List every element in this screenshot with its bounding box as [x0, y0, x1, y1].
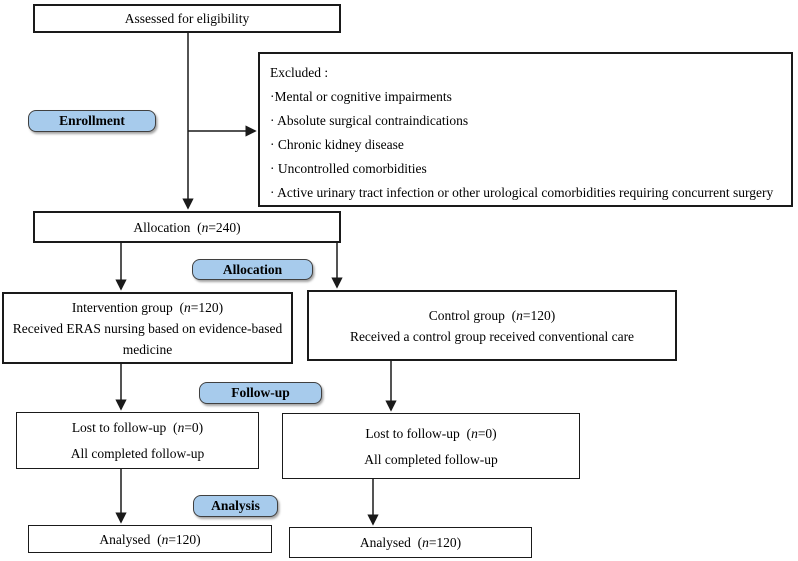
analysed-right-box: Analysed (n=120) [289, 527, 532, 558]
followup-right-box: Lost to follow-up (n=0) All completed fo… [282, 413, 580, 479]
analysed-left-label: Analysed (n=120) [99, 531, 201, 547]
control-group-box: Control group (n=120) Received a control… [307, 290, 677, 361]
control-group-desc: Received a control group received conven… [349, 328, 635, 344]
followup-left-completed: All completed follow-up [70, 446, 205, 461]
analysis-stage-badge: Analysis [193, 495, 278, 517]
followup-left-lost: Lost to follow-up (n=0) [71, 420, 204, 435]
allocation-box: Allocation (n=240) [33, 211, 341, 243]
enrollment-stage-label: Enrollment [59, 113, 125, 128]
excluded-title: Excluded : [270, 65, 329, 80]
intervention-group-title: Intervention group (n=120) [71, 299, 224, 315]
analysis-stage-label: Analysis [211, 498, 260, 513]
followup-right-lost: Lost to follow-up (n=0) [365, 425, 497, 441]
excluded-item-2: · Absolute surgical contraindications [270, 113, 469, 128]
allocation-label: Allocation (n=240) [133, 219, 241, 235]
followup-stage-badge: Follow-up [199, 382, 322, 404]
followup-stage-label: Follow-up [231, 385, 290, 400]
analysed-right-label: Analysed (n=120) [359, 535, 462, 550]
assessed-eligibility-box: Assessed for eligibility [33, 4, 341, 33]
enrollment-stage-badge: Enrollment [28, 110, 156, 132]
excluded-item-3: · Chronic kidney disease [270, 137, 404, 152]
control-group-title: Control group (n=120) [428, 307, 556, 323]
allocation-stage-badge: Allocation [192, 259, 313, 280]
intervention-group-desc: Received ERAS nursing based on evidence-… [12, 320, 286, 357]
intervention-group-box: Intervention group (n=120) Received ERAS… [2, 292, 293, 364]
analysed-left-box: Analysed (n=120) [28, 525, 272, 553]
excluded-item-5: · Active urinary tract infection or othe… [270, 185, 774, 200]
followup-right-completed: All completed follow-up [364, 451, 498, 467]
excluded-item-4: · Uncontrolled comorbidities [270, 161, 427, 176]
followup-left-box: Lost to follow-up (n=0) All completed fo… [16, 412, 259, 469]
excluded-box: Excluded : ·Mental or cognitive impairme… [258, 52, 793, 207]
excluded-item-1: ·Mental or cognitive impairments [270, 89, 452, 104]
allocation-stage-label: Allocation [222, 261, 283, 277]
assessed-eligibility-label: Assessed for eligibility [124, 11, 250, 26]
